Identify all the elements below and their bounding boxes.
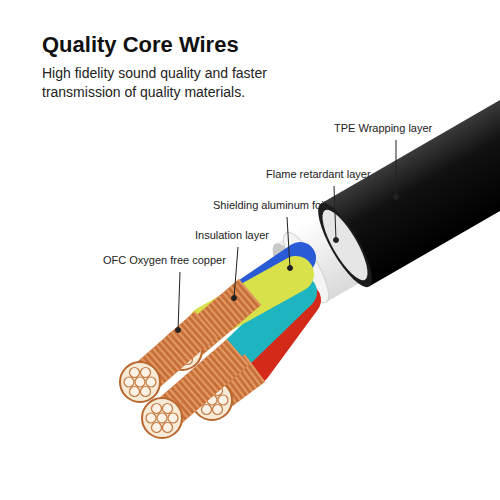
copper-conductors (120, 292, 255, 438)
layer-label: TPE Wrapping layer (334, 122, 432, 135)
diagram-title: Quality Core Wires (42, 32, 239, 58)
layer-label: Insulation layer (195, 229, 269, 242)
subtitle-text: High fidelity sound quality and faster t… (42, 64, 317, 102)
leader-lines (176, 140, 399, 333)
layer-label: Flame retardant layer (266, 168, 371, 181)
layer-label: OFC Oxygen free copper (103, 254, 226, 267)
layer-label: Shielding aluminum foil (213, 199, 326, 212)
